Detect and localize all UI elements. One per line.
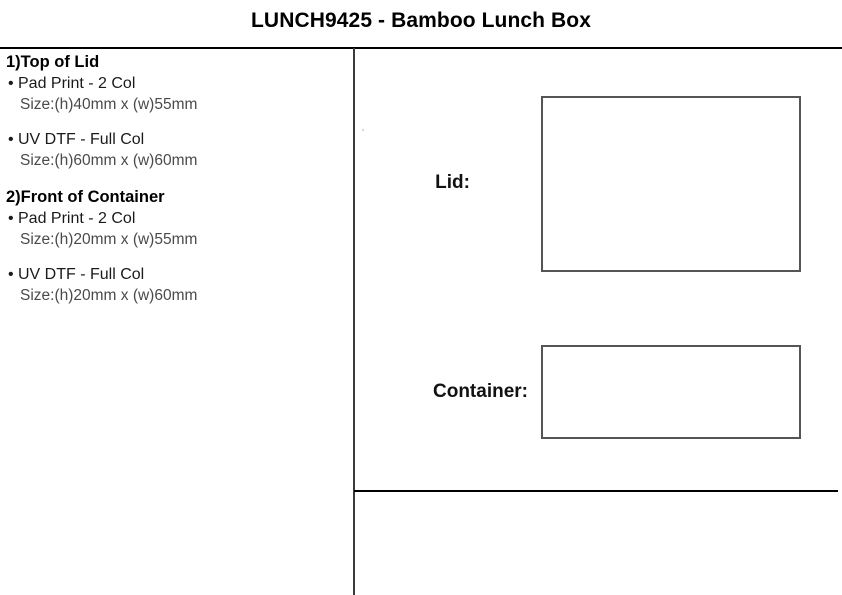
artwork-frame-container: 2	[541, 345, 801, 439]
spec-size-label: Size:(h)20mm x (w)60mm	[20, 287, 198, 304]
spec-item: •Pad Print - 2 Col Size:(h)40mm x (w)55m…	[0, 73, 348, 115]
spec-section-2: 2)Front of Container •Pad Print - 2 Col …	[0, 187, 348, 306]
bullet-icon: •	[8, 266, 14, 283]
spec-method-line: •Pad Print - 2 Col	[8, 73, 348, 94]
spec-section-heading: 1)Top of Lid	[6, 53, 100, 71]
spec-item: •UV DTF - Full Col Size:(h)60mm x (w)60m…	[0, 129, 348, 171]
spec-size-label: Size:(h)20mm x (w)55mm	[20, 231, 198, 248]
print-spec-list: 1)Top of Lid •Pad Print - 2 Col Size:(h)…	[0, 52, 348, 322]
spec-method-line: •UV DTF - Full Col	[8, 129, 348, 150]
artwork-frame-lid: 1	[541, 96, 801, 272]
column-divider	[353, 48, 355, 595]
spec-method-label: Pad Print - 2 Col	[18, 75, 136, 92]
spec-method-line: •UV DTF - Full Col	[8, 264, 348, 285]
page-title: LUNCH9425 - Bamboo Lunch Box	[251, 9, 591, 32]
spec-section-heading: 2)Front of Container	[6, 188, 165, 206]
spec-item: •Pad Print - 2 Col Size:(h)20mm x (w)55m…	[0, 208, 348, 250]
spec-section-1: 1)Top of Lid •Pad Print - 2 Col Size:(h)…	[0, 52, 348, 171]
artwork-row-label-container: Container:	[433, 381, 528, 402]
artwork-panel-divider	[354, 490, 838, 492]
spec-method-label: UV DTF - Full Col	[18, 266, 145, 283]
spec-size-label: Size:(h)40mm x (w)55mm	[20, 96, 198, 113]
scan-speck	[362, 129, 364, 131]
spec-method-label: UV DTF - Full Col	[18, 131, 145, 148]
header-divider	[0, 47, 842, 49]
spec-method-line: •Pad Print - 2 Col	[8, 208, 348, 229]
bullet-icon: •	[8, 210, 14, 227]
artwork-row-label-lid: Lid:	[435, 172, 470, 193]
spec-method-label: Pad Print - 2 Col	[18, 210, 136, 227]
spec-size-label: Size:(h)60mm x (w)60mm	[20, 152, 198, 169]
spec-item: •UV DTF - Full Col Size:(h)20mm x (w)60m…	[0, 264, 348, 306]
bullet-icon: •	[8, 131, 14, 148]
bullet-icon: •	[8, 75, 14, 92]
